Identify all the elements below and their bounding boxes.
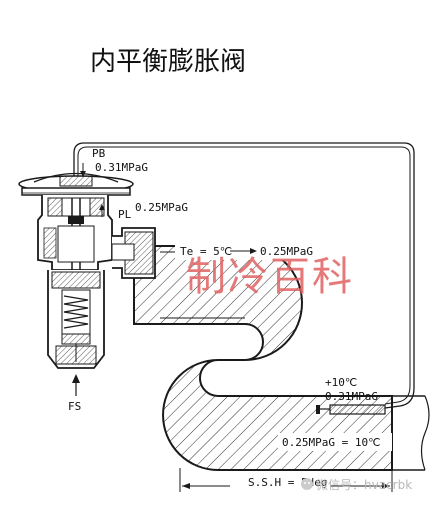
label-pb-pressure: 0.31MPaG [95,161,148,174]
wechat-id: 微信号：hvacrbk [316,478,412,492]
label-pl: PL [118,208,132,221]
label-pl-pressure: 0.25MPaG [135,201,188,214]
wechat-icon [301,478,313,490]
wechat-watermark: 微信号：hvacrbk [301,478,412,492]
label-fs: FS [68,400,81,413]
capillary-tube [73,142,415,409]
expansion-valve [18,172,156,369]
watermark-red: 制冷百科 [186,254,354,300]
label-te: Te = 5℃ [180,245,232,258]
sensing-bulb [316,404,386,415]
label-te-pressure: 0.25MPaG [260,245,313,258]
label-bulb-pressure: 0.31MPaG [325,390,378,403]
label-outlet-equivalence: 0.25MPaG = 10℃ [282,436,380,449]
label-pb: PB [92,147,106,160]
label-bulb-temp: +10℃ [325,376,357,389]
diagram-title: 内平衡膨胀阀 [90,47,246,77]
